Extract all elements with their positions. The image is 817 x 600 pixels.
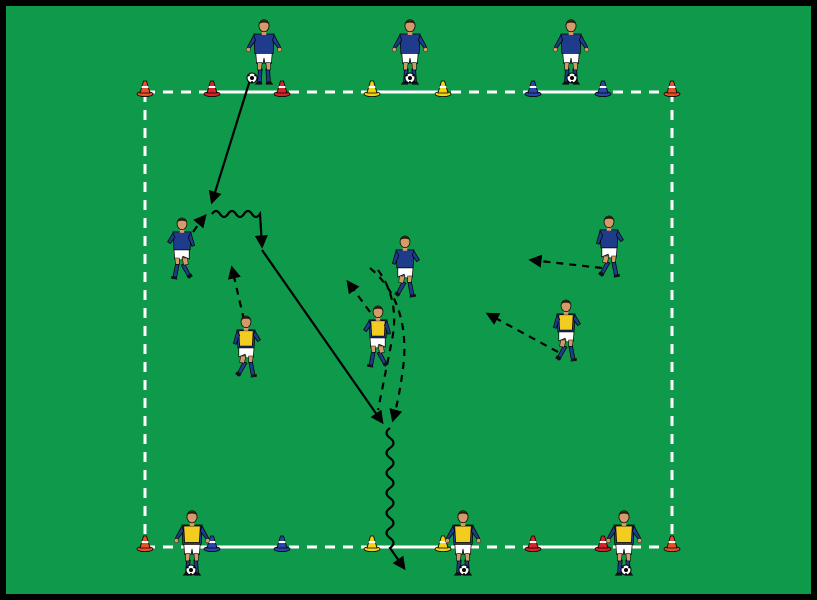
cones-layer [136,80,681,552]
training-cone-icon [273,80,291,97]
training-cone-icon [363,80,381,97]
run-arrow [369,267,406,423]
training-cone-icon [663,80,681,97]
pass-arrow [261,249,384,425]
pass-arrow [208,79,252,205]
football-icon [246,72,258,84]
training-cone-icon [594,80,612,97]
training-cone-icon [524,535,542,552]
pitch [6,6,811,594]
training-cone-icon [273,535,291,552]
football-icon [185,564,197,576]
dribble-arrow [385,427,406,571]
training-cone-icon [434,535,452,552]
run-arrow [227,265,246,321]
training-cone-icon [594,535,612,552]
training-cone-icon [136,535,154,552]
run-arrow [346,279,371,313]
training-cone-icon [136,80,154,97]
run-arrow [192,213,207,233]
run-arrow [376,269,396,411]
dribble-arrow [211,209,268,249]
training-cone-icon [363,535,381,552]
movement-lines [192,79,603,571]
training-cone-icon [203,80,221,97]
football-icon [458,564,470,576]
training-cone-icon [434,80,452,97]
football-icon [404,72,416,84]
training-cone-icon [203,535,221,552]
training-cone-icon [524,80,542,97]
football-icon [620,564,632,576]
run-arrow [485,312,559,353]
training-cone-icon [663,535,681,552]
football-icon [566,72,578,84]
